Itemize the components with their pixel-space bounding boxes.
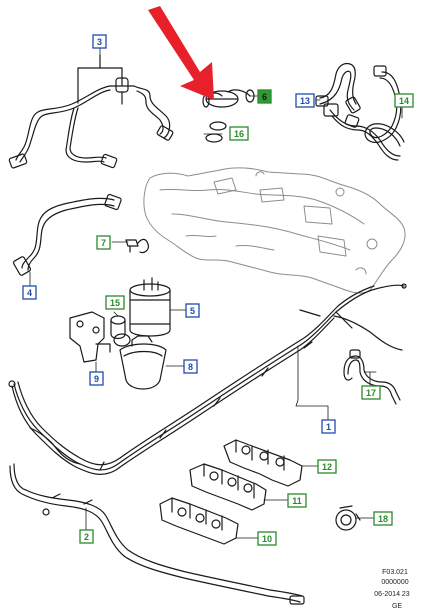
part-10-clip: [159, 497, 239, 545]
callout-7: 7: [96, 235, 111, 250]
reference-line-3: 06-2014 23: [374, 591, 410, 598]
callout-11: 11: [287, 493, 307, 508]
svg-text:5: 5: [190, 306, 195, 316]
part-14-hose-assembly: [323, 65, 405, 161]
part-1-fuel-line-assembly: [8, 283, 407, 475]
part-3-vent-hose-assembly: [8, 54, 174, 169]
callout-12: 12: [317, 459, 337, 474]
svg-text:9: 9: [94, 374, 99, 384]
svg-text:1: 1: [326, 422, 331, 432]
callout-16: 16: [229, 126, 249, 141]
svg-text:11: 11: [292, 496, 302, 506]
part-13-hose: [315, 62, 361, 114]
part-18-grommet: [335, 505, 361, 531]
svg-text:12: 12: [322, 462, 332, 472]
red-arrow-icon: [148, 6, 214, 100]
callout-15: 15: [105, 295, 125, 310]
svg-text:10: 10: [262, 534, 272, 544]
callout-3: 3: [92, 34, 107, 49]
callout-13: 13: [295, 93, 315, 108]
callout-14: 14: [394, 93, 414, 108]
callout-6-highlighted: 6: [257, 89, 272, 104]
callout-4: 4: [22, 285, 37, 300]
callout-labels: 3 4 6 16 13 14 7 15: [22, 34, 414, 546]
svg-text:16: 16: [234, 129, 244, 139]
part-11-clip: [189, 463, 267, 511]
part-2-long-line: [9, 463, 305, 605]
callout-1: 1: [321, 419, 336, 434]
svg-text:6: 6: [262, 92, 267, 102]
part-12-clip: [223, 439, 303, 487]
reference-line-1: F03.021: [382, 569, 408, 576]
reference-line-2: 0000000: [381, 579, 408, 586]
part-16-o-rings: [205, 121, 227, 143]
svg-text:8: 8: [188, 362, 193, 372]
callout-5: 5: [185, 303, 200, 318]
reference-line-4: GE: [392, 603, 402, 610]
part-5-canister: [129, 277, 171, 337]
fuel-tank: [143, 167, 406, 294]
svg-text:2: 2: [84, 532, 89, 542]
part-4-filler-hose: [12, 193, 122, 276]
svg-text:17: 17: [366, 388, 376, 398]
reference-code: F03.021 0000000 06-2014 23 GE: [374, 569, 410, 610]
svg-text:18: 18: [378, 514, 388, 524]
callout-8: 8: [183, 359, 198, 374]
part-8-housing: [113, 333, 167, 390]
part-17-hose: [343, 349, 401, 405]
svg-text:3: 3: [97, 37, 102, 47]
svg-text:15: 15: [110, 298, 120, 308]
callout-2: 2: [79, 529, 94, 544]
callout-10: 10: [257, 531, 277, 546]
part-6-valve: [202, 89, 255, 108]
svg-text:14: 14: [399, 96, 409, 106]
callout-9: 9: [89, 371, 104, 386]
callout-18: 18: [373, 511, 393, 526]
part-7-connector: [125, 238, 149, 254]
svg-text:4: 4: [27, 288, 32, 298]
svg-text:13: 13: [300, 96, 310, 106]
svg-text:7: 7: [101, 238, 106, 248]
leader-lines: [29, 47, 403, 539]
part-9-bracket: [69, 311, 111, 363]
callout-17: 17: [361, 385, 381, 400]
